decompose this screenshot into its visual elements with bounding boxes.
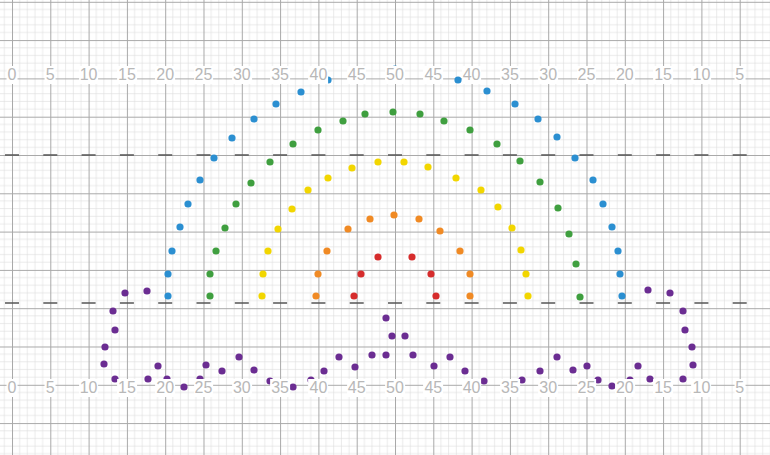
- axis-number: 20: [615, 66, 635, 84]
- axis-number: 0: [7, 66, 18, 84]
- dashed-guide: [0, 302, 770, 303]
- axis-number: 45: [423, 379, 443, 397]
- axis-number: 30: [538, 379, 558, 397]
- axis-number: 35: [500, 379, 520, 397]
- axis-number: 45: [423, 66, 443, 84]
- axis-number: 30: [538, 66, 558, 84]
- axis-number: 45: [347, 379, 367, 397]
- axis-number: 15: [117, 66, 137, 84]
- axis-number: 10: [79, 379, 99, 397]
- axis-number: 25: [577, 66, 597, 84]
- axis-number: 30: [232, 66, 252, 84]
- axis-number: 35: [500, 66, 520, 84]
- axis-number: 20: [155, 379, 175, 397]
- axis-number: 5: [45, 66, 56, 84]
- axis-number: 40: [308, 66, 328, 84]
- purple-dots: [104, 290, 693, 387]
- axis-number: 5: [45, 379, 56, 397]
- red-dots: [354, 257, 436, 296]
- green-dots: [210, 112, 580, 297]
- axis-number: 10: [79, 66, 99, 84]
- axis-number: 50: [385, 66, 405, 84]
- axis-number: 15: [117, 379, 137, 397]
- axis-number: 15: [653, 379, 673, 397]
- axis-number: 10: [691, 66, 711, 84]
- axis-number: 25: [194, 66, 214, 84]
- yellow-dots: [262, 162, 528, 296]
- axis-number: 5: [734, 66, 745, 84]
- axis-number: 40: [308, 379, 328, 397]
- orange-dots: [316, 215, 470, 296]
- blue-dots: [168, 69, 622, 296]
- dashed-guide: [0, 154, 770, 155]
- axis-number: 20: [155, 66, 175, 84]
- axis-number: 25: [577, 379, 597, 397]
- axis-number: 30: [232, 379, 252, 397]
- axis-number: 15: [653, 66, 673, 84]
- axis-number: 45: [347, 66, 367, 84]
- axis-number: 50: [385, 379, 405, 397]
- axis-number: 40: [462, 379, 482, 397]
- axis-number: 0: [7, 379, 18, 397]
- axis-number: 20: [615, 379, 635, 397]
- axis-number: 25: [194, 379, 214, 397]
- axis-number: 40: [462, 66, 482, 84]
- axis-number: 5: [734, 379, 745, 397]
- axis-number: 10: [691, 379, 711, 397]
- axis-number: 35: [270, 66, 290, 84]
- axis-number: 35: [270, 379, 290, 397]
